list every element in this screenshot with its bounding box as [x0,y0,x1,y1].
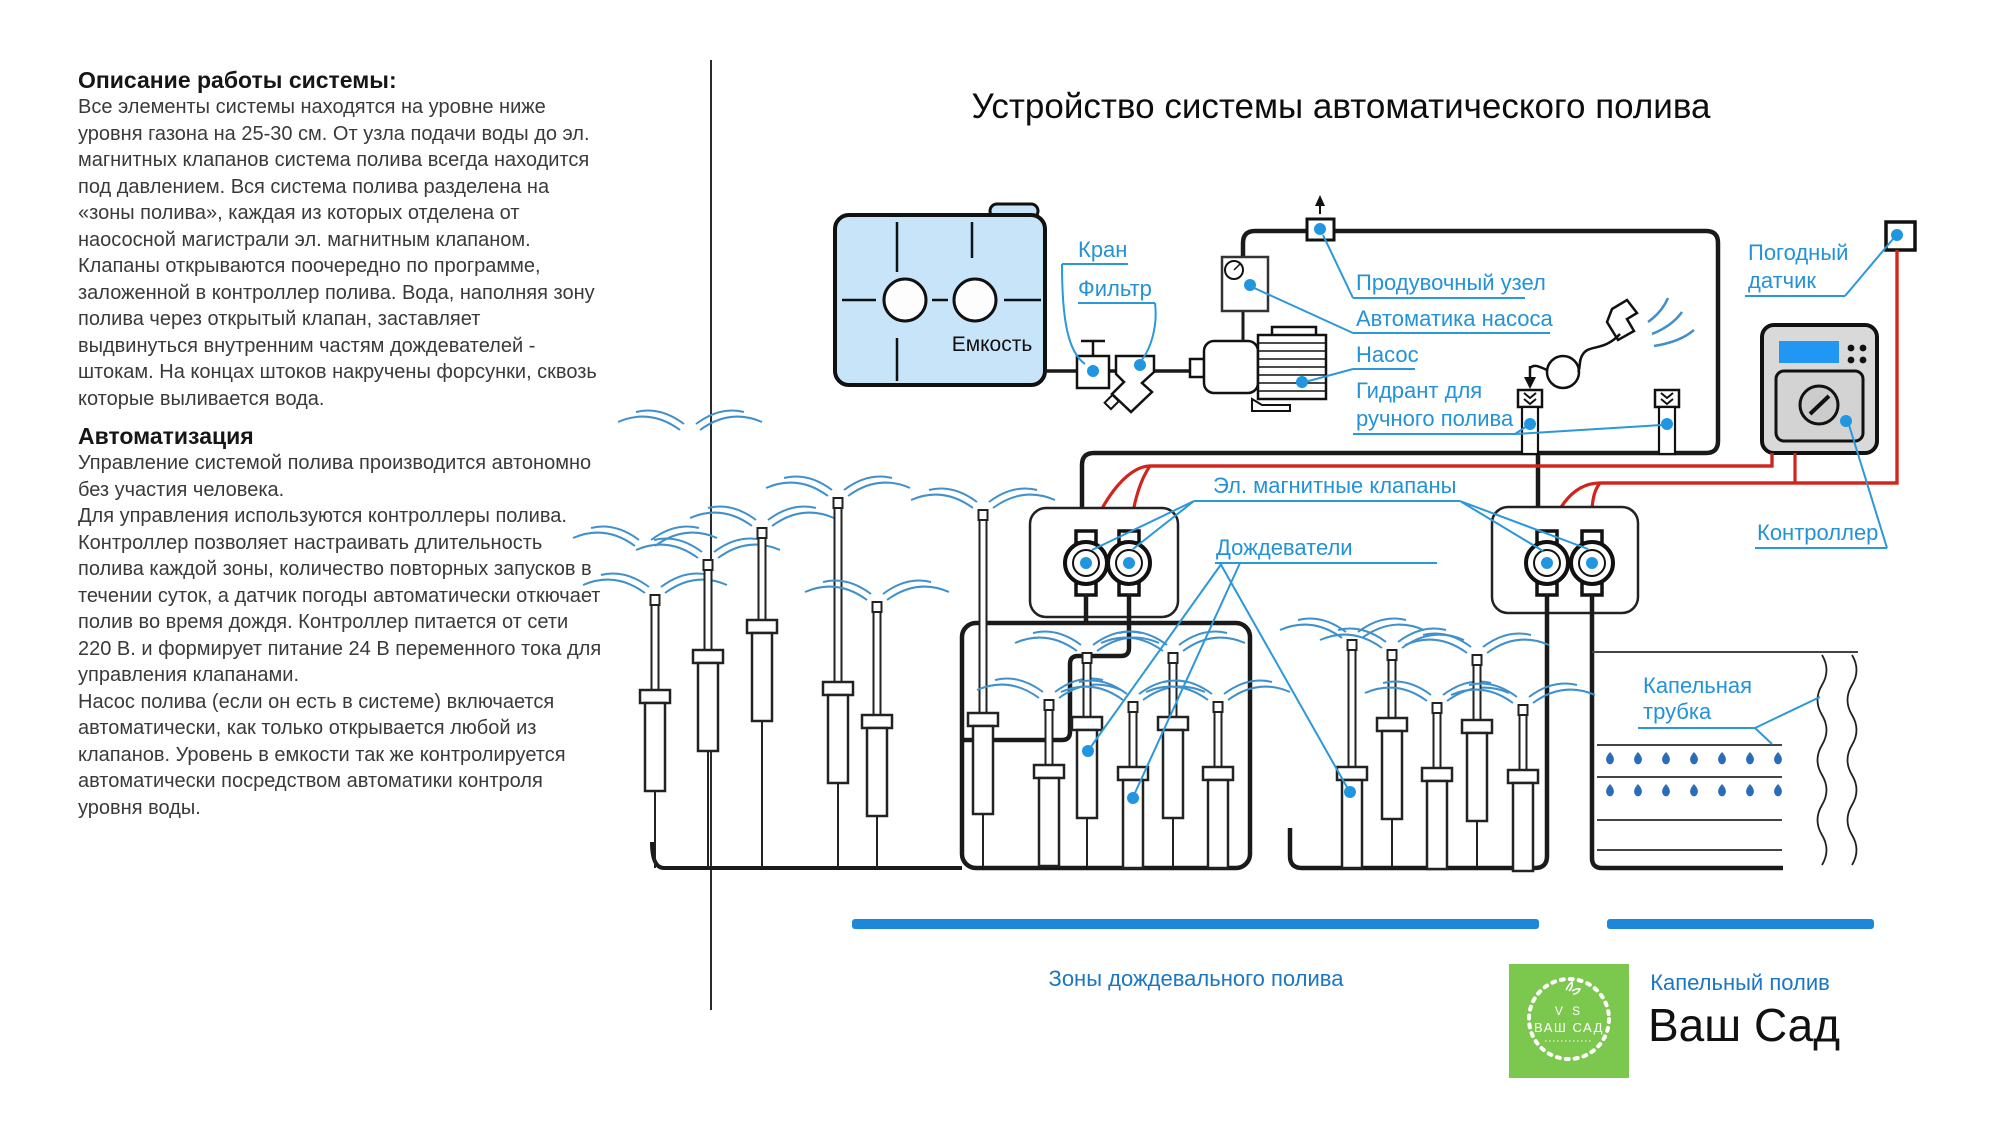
callout-gidrant: Гидрант для ручного полива [1353,378,1663,435]
sprinkler [1014,630,1160,866]
callout-produvochny: Продувочный узел [1322,234,1546,299]
sprinkler-zones-bar [852,919,1539,929]
automation-heading: Автоматизация [78,423,254,449]
drip-zone-bar [1607,919,1874,929]
description-heading: Описание работы системы: [78,67,397,93]
sprinkler [1060,679,1206,870]
pump-assembly [1188,325,1328,412]
sprinkler [1404,632,1550,866]
pump-inlet-flange [1188,357,1206,379]
description-paragraph-4: Насос полива (если он есть в системе) вк… [78,690,566,819]
middle-zone-sprinklers [910,487,1291,870]
drip-droplets-row-2 [1606,784,1782,797]
brand-name: Ваш Сад [1648,999,1840,1051]
callout-dozhdevateli: Дождеватели [1082,535,1437,804]
sprinkler-zones-label: Зоны дождевального полива [1049,966,1345,991]
sprinkler [582,572,728,868]
logo: V S ВАШ САД Ваш Сад [1509,964,1840,1078]
filtr-label: Фильтр [1078,276,1152,301]
drip-irrigation-area [1592,651,1858,866]
sprinkler [1364,680,1510,871]
sprinkler [976,677,1122,868]
sprinkler [1100,630,1246,866]
callout-filtr: Фильтр [1078,276,1157,362]
klapany-label: Эл. магнитные клапаны [1213,473,1456,498]
sprinkler [765,475,911,868]
callout-kapelnaya: Капельная трубка [1638,673,1821,745]
sprinkler [1279,617,1425,870]
left-zone-sprinklers [572,409,950,868]
sprout-icon [1565,980,1582,995]
pogodny-label-line1: Погодный [1748,240,1848,265]
manual-watering-hose [1524,297,1695,390]
controller-screen [1779,341,1839,363]
right-zone-sprinklers [1279,617,1596,873]
hydrants [1516,388,1681,456]
sprinkler [635,537,781,868]
valve-box-2 [1490,505,1640,615]
callout-pogodny: Погодный датчик [1745,238,1894,297]
drip-tube-wave-1 [1816,654,1828,866]
produvochny-label: Продувочный узел [1356,270,1546,295]
callout-kontroller: Контроллер [1755,424,1888,549]
avtomatika-label: Автоматика насоса [1356,306,1554,331]
tap-valve [1075,339,1111,390]
weather-sensor [1884,220,1917,252]
sprinkler [689,505,835,868]
logo-wreath-name: ВАШ САД [1534,1020,1604,1035]
description-paragraph-1: Все элементы системы находятся на уровне… [78,96,597,410]
spray-gun [1605,298,1639,342]
pump-automation-unit [1220,255,1270,341]
page-title: Устройство системы автоматического полив… [972,87,1712,126]
dozhdevateli-label: Дождеватели [1216,535,1353,560]
sprinkler [804,579,950,868]
laurel-wreath-icon [1527,977,1611,1061]
controller [1760,323,1879,455]
sprinkler [1145,679,1291,870]
callout-kran: Кран [1061,237,1128,365]
gidrant-label-line2: ручного полива [1356,406,1514,431]
kapelnaya-label-line1: Капельная [1643,673,1752,698]
description-panel: Описание работы системы: Все элементы си… [78,66,602,821]
water-tank: Емкость [833,202,1190,387]
blowout-unit [1305,195,1336,242]
nasos-label: Насос [1356,342,1419,367]
gidrant-label-line1: Гидрант для [1356,378,1482,403]
filter [1103,354,1156,414]
logo-vs-text: V S [1555,1004,1583,1018]
kapelnaya-label-line2: трубка [1643,699,1712,724]
callout-klapany: Эл. магнитные клапаны [1091,473,1589,552]
pogodny-label-line2: датчик [1748,268,1816,293]
description-paragraph-3: Для управления используются контроллеры … [78,505,602,686]
kontroller-label: Контроллер [1757,520,1878,545]
kran-label: Кран [1078,237,1127,262]
drip-tube-wave-2 [1846,654,1858,866]
tank-label: Емкость [952,333,1033,356]
middle-zone-loop [959,620,1253,871]
callout-nasos: Насос [1304,342,1419,383]
zone-captions: Зоны дождевального полива Капельный поли… [852,919,1874,995]
drip-droplets-row-1 [1606,752,1782,765]
drip-zone-label: Капельный полив [1650,970,1830,995]
valve-box-1 [1028,506,1180,619]
description-paragraph-2: Управление системой полива производится … [78,452,592,501]
sprinkler [1450,682,1596,873]
callout-avtomatika: Автоматика насоса [1251,286,1554,334]
sprinkler [910,487,1056,866]
